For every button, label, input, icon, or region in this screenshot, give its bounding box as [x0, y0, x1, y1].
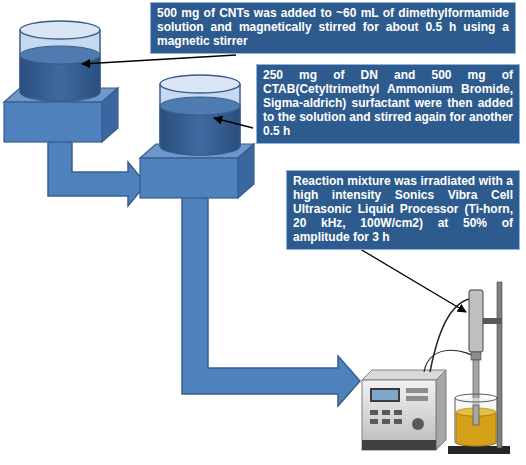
flow-arrow [48, 140, 146, 206]
callout-box: 250 mg of DN and 500 mg of CTAB(Cetyltri… [256, 64, 520, 144]
leader-line [82, 55, 236, 64]
callout-box: Reaction mixture was irradiated with a h… [286, 170, 520, 250]
leader-line [345, 240, 466, 312]
callout-text: 250 mg of DN and 500 mg of CTAB(Cetyltri… [263, 68, 513, 138]
beaker [20, 21, 100, 101]
callout-text: Reaction mixture was irradiated with a h… [293, 174, 513, 244]
beaker [160, 75, 240, 155]
callout-text: 500 mg of CNTs was added to ~60 mL of di… [157, 6, 509, 48]
leader-line [214, 118, 253, 128]
sample-beaker [455, 394, 497, 446]
ultrasonic-processor [362, 370, 446, 450]
callout-box: 500 mg of CNTs was added to ~60 mL of di… [150, 2, 516, 54]
cable [430, 298, 474, 372]
cable [424, 350, 478, 372]
stand [448, 282, 510, 454]
